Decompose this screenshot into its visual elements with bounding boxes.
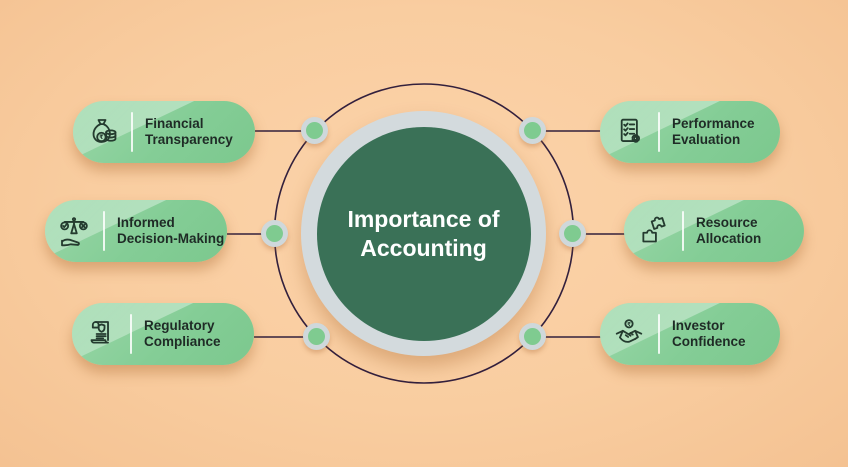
connector-node-core — [524, 328, 541, 345]
item-performance-evaluation: Performance Evaluation — [600, 101, 780, 163]
handshake-coin-icon: ₹ — [600, 315, 658, 353]
pill-divider — [131, 112, 133, 152]
connector-node — [559, 220, 586, 247]
connector-node-core — [306, 122, 323, 139]
item-financial-transparency: ₹ Financial Transparency — [73, 101, 255, 163]
center-circle-core: Importance of Accounting — [316, 126, 531, 341]
svg-text:₹: ₹ — [627, 321, 631, 328]
connector-node — [519, 117, 546, 144]
puzzle-pieces-icon — [624, 212, 682, 250]
item-resource-allocation: Resource Allocation — [624, 200, 804, 262]
connector-node — [261, 220, 288, 247]
connector-node — [301, 117, 328, 144]
connector-node-core — [266, 225, 283, 242]
item-informed-decision-making: Informed Decision-Making — [45, 200, 227, 262]
pill-divider — [658, 314, 660, 354]
item-investor-confidence: ₹ Investor Confidence — [600, 303, 780, 365]
pill-divider — [682, 211, 684, 251]
connector-node-core — [308, 328, 325, 345]
pill-divider — [103, 211, 105, 251]
item-label: Regulatory Compliance — [144, 317, 221, 349]
diagram-title: Importance of Accounting — [347, 205, 500, 261]
connector-node-core — [564, 225, 581, 242]
item-label: Informed Decision-Making — [117, 214, 225, 246]
pill-divider — [130, 314, 132, 354]
center-circle: Importance of Accounting — [301, 111, 546, 356]
connector-node-core — [524, 122, 541, 139]
item-label: Financial Transparency — [145, 115, 233, 147]
connector-node — [519, 323, 546, 350]
connector-node — [303, 323, 330, 350]
item-label: Investor Confidence — [672, 317, 746, 349]
pill-divider — [658, 112, 660, 152]
money-bag-icon: ₹ — [73, 113, 131, 151]
scroll-shield-icon — [72, 315, 130, 353]
item-label: Performance Evaluation — [672, 115, 755, 147]
svg-text:₹: ₹ — [99, 134, 103, 141]
checklist-gear-icon — [600, 113, 658, 151]
item-regulatory-compliance: Regulatory Compliance — [72, 303, 254, 365]
scales-hand-icon — [45, 212, 103, 250]
item-label: Resource Allocation — [696, 214, 762, 246]
